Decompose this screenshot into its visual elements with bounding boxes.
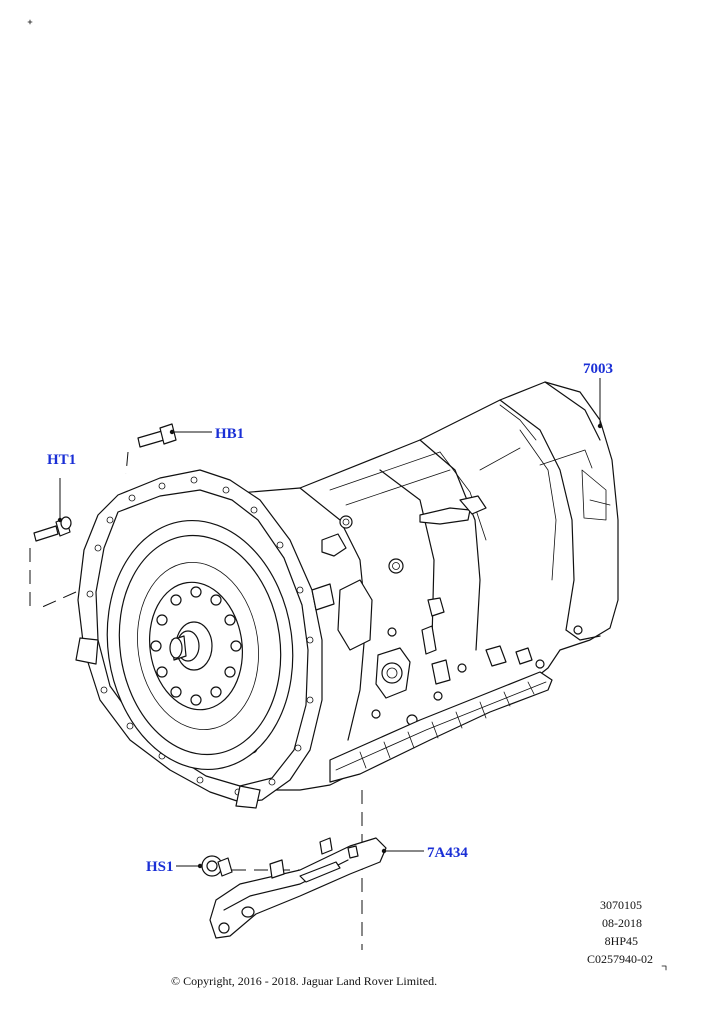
- hs1-plug: [176, 855, 300, 877]
- callout-hs1[interactable]: HS1: [146, 859, 174, 875]
- ref-line-2: 08-2018: [602, 916, 642, 930]
- callout-ht1[interactable]: HT1: [47, 452, 76, 468]
- callout-hb1[interactable]: HB1: [215, 426, 244, 442]
- copyright-notice: © Copyright, 2016 - 2018. Jaguar Land Ro…: [171, 974, 437, 988]
- callout-7003[interactable]: 7003: [583, 361, 613, 377]
- hb1-bolt: [125, 423, 212, 475]
- ht1-stud: [29, 478, 77, 609]
- 7a434-bracket: [209, 837, 424, 939]
- callout-7a434[interactable]: 7A434: [427, 845, 468, 861]
- ref-line-4: C0257940-02: [587, 952, 653, 966]
- reference-block: 3070105 08-2018 8HP45 C0257940-02: [587, 898, 653, 966]
- corner-mark: [661, 965, 667, 971]
- torque-converter: [106, 519, 294, 771]
- ref-line-3: 8HP45: [605, 934, 638, 948]
- corner-mark: [27, 19, 33, 25]
- hub-bolts: [150, 586, 242, 706]
- ref-line-1: 3070105: [600, 898, 642, 912]
